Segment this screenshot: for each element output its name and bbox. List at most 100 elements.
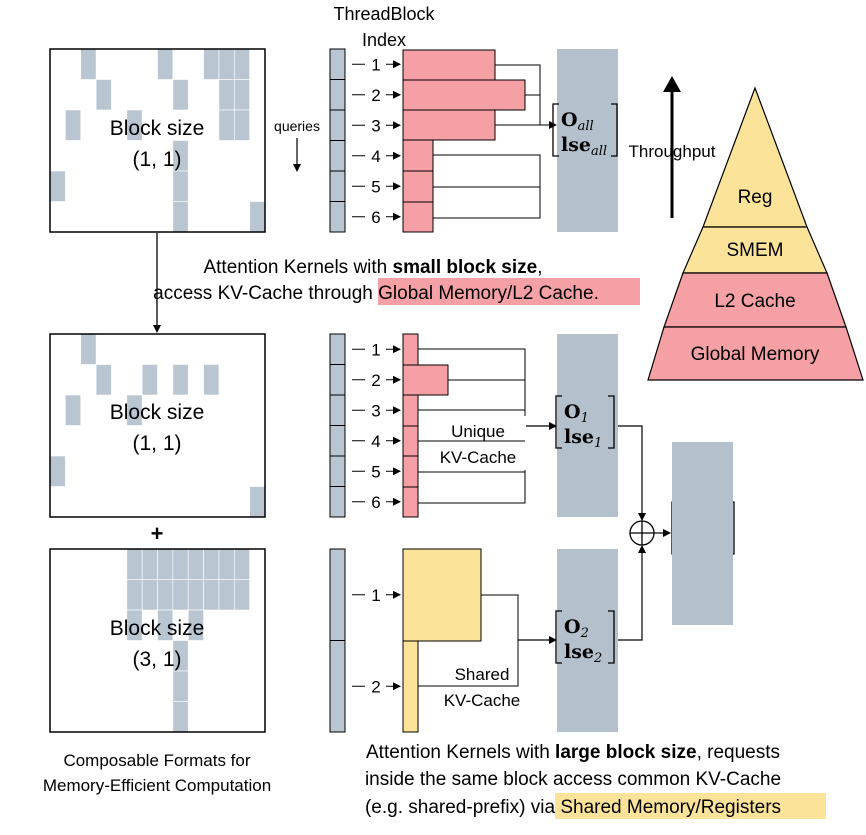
threadblock-index: 1 [371,586,380,605]
threadblock-index: 2 [371,677,380,696]
matrix-bottom-label-line2: (3, 1) [132,648,181,671]
sparse-cell [80,48,97,80]
threadblock-index: 2 [371,86,380,105]
large-block-caption-line2: inside the same block access common KV-C… [365,769,781,790]
query-cell [329,333,346,365]
pyramid-label-global: Global Memory [691,344,820,365]
sparse-cell [187,579,204,611]
query-cell [329,79,346,111]
kv-bar [402,79,526,111]
sparse-cell [141,364,158,396]
sparse-cell [249,486,266,518]
memory-pyramid: Reg SMEM L2 Cache Global Memory [647,86,864,381]
sparse-cell [95,79,112,111]
threadblock-index: 3 [371,116,380,135]
composable-caption-line2: Memory-Efficient Computation [43,776,271,795]
composable-caption-line1: Composable Formats for [63,751,250,770]
pyramid-global [647,326,864,381]
threadblock-header-line1: ThreadBlock [333,4,435,24]
pyramid-label-l2: L2 Cache [714,291,795,312]
sparse-cell [218,548,235,580]
sparse-cell [49,455,66,487]
sparse-cell [187,548,204,580]
large-block-caption-line3: (e.g. shared-prefix) via Shared Memory/R… [365,797,781,818]
threadblock-index: 2 [371,371,380,390]
small-block-caption-line1: Attention Kernels with small block size, [203,257,542,278]
small-block-caption-line2: access KV-Cache through Global Memory/L2… [153,283,599,304]
sparse-cell [234,48,250,80]
sparse-cell [218,48,235,80]
sparse-cell [157,579,174,611]
sparse-cell [234,579,250,611]
highlight-shared-memory [555,793,826,819]
sparse-cell [157,609,174,641]
sparse-cell [126,394,143,426]
sparse-cell [203,364,220,396]
threadblock-header-line2: Index [362,30,406,50]
kv-bar [402,364,449,396]
kv-bar [402,139,434,233]
sparse-cell [234,548,250,580]
matrix-bottom: Block size (3, 1) [49,548,266,733]
sparse-cell [218,109,235,141]
query-cell [329,425,346,457]
threadblock-index: 5 [371,177,380,196]
query-cell [329,201,346,233]
sparse-cell [234,109,250,141]
threadblock-index: 4 [371,147,380,166]
pyramid-label-smem: SMEM [727,240,784,261]
query-cell [329,170,346,202]
threadblock-index: 6 [371,208,380,227]
matrix-top-label-line2: (1, 1) [132,148,181,171]
svg-text:lse1: lse1 [564,426,602,451]
sparse-cell [172,364,189,396]
kv-bar [402,49,496,81]
queries-label: queries [274,118,320,134]
output-column-middle [557,334,618,517]
sparse-cell [172,670,189,702]
query-cell [329,640,346,733]
query-cell [329,548,346,641]
sparse-cell [234,79,250,111]
threadblock-index: 6 [371,493,380,512]
sparse-cell [172,79,189,111]
query-cell [329,140,346,172]
svg-text:lse2: lse2 [564,641,602,666]
top-kernel: 1 2 3 4 5 6 [329,48,618,233]
matrix-top-label-line1: Block size [110,117,205,140]
pyramid-label-reg: Reg [738,187,773,208]
sparse-cell [203,548,220,580]
output-column-bottom [557,549,618,732]
unique-kv-label-line2: KV-Cache [440,448,517,467]
sparse-cell [172,579,189,611]
query-cell [329,109,346,141]
highlight-global-memory [378,278,640,305]
sparse-cell [172,548,189,580]
sparse-cell [141,548,158,580]
sparse-cell [203,579,220,611]
matrix-middle-label-line1: Block size [110,401,205,424]
large-block-caption-line1: Attention Kernels with large block size,… [366,742,780,763]
threadblock-index: 1 [371,55,380,74]
sparse-cell [249,201,266,233]
sparse-cell [126,609,143,641]
matrix-middle: Block size (1, 1) [49,333,266,518]
sparse-cell [172,201,189,233]
sparse-cell [126,109,143,141]
plus-sign: + [151,521,164,546]
sparse-cell [126,579,143,611]
svg-text:O2: O2 [564,616,589,641]
matrix-middle-label-line2: (1, 1) [132,432,181,455]
sparse-cell [157,548,174,580]
sparse-cell [141,579,158,611]
query-cell [329,364,346,396]
svg-text:Oall: Oall [561,109,594,134]
sparse-cell [126,548,143,580]
output-column-final [672,442,733,625]
sparse-cell [65,109,82,141]
